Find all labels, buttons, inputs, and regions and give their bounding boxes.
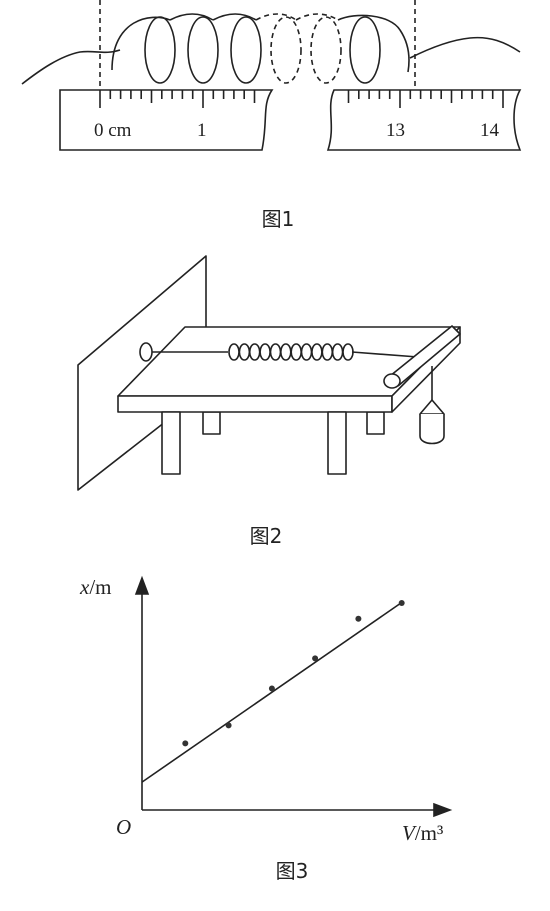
ruler-body-left [59, 89, 274, 151]
ruler-ticks [99, 90, 504, 108]
data-point-4 [312, 655, 319, 662]
coil-5-dashed [310, 16, 342, 84]
figure-3-chart [134, 575, 453, 818]
x-axis-unit: /m³ [415, 821, 443, 845]
ruler-label-14: 14 [480, 120, 500, 141]
coil-6 [349, 16, 381, 84]
coil-top-arc-1 [111, 16, 171, 71]
table-leg-back-right [366, 411, 385, 435]
coil-top-arc-6 [337, 14, 410, 73]
coil-top-arc-5 [295, 13, 339, 21]
coil-1 [144, 16, 176, 84]
table-leg-front-right [327, 411, 347, 475]
string-right [351, 351, 419, 358]
data-point-6 [398, 600, 405, 606]
ruler-label-13: 13 [386, 120, 405, 141]
x-axis-var: V [402, 821, 417, 845]
hill-left [21, 49, 121, 85]
hanging-weight [419, 414, 445, 445]
y-axis-label: x/m [79, 575, 112, 599]
coil-2 [187, 16, 219, 84]
coil-3 [230, 16, 262, 84]
data-point-2 [225, 722, 232, 729]
table-leg-front-left [161, 411, 181, 475]
data-point-5 [355, 615, 362, 622]
ruler-label-0cm: 0 cm [94, 120, 132, 141]
table-leg-back-left [202, 411, 221, 435]
spring [228, 343, 354, 361]
ruler [59, 89, 522, 151]
table-front-edge [117, 395, 393, 413]
spring-coils [111, 13, 410, 84]
data-point-1 [182, 740, 189, 747]
coil-4-dashed [270, 16, 302, 84]
figure-3-caption: 图3 [276, 859, 309, 883]
coil-top-arc-2 [169, 13, 214, 21]
y-axis-arrow [134, 575, 150, 595]
y-axis-var: x [79, 575, 90, 599]
coil-top-arc-4 [255, 13, 297, 21]
coil-top-arc-3 [212, 13, 257, 21]
figure-2 [77, 255, 461, 491]
x-axis-label: V/m³ [402, 821, 443, 845]
fit-line [141, 601, 403, 783]
y-axis-unit: /m [89, 575, 111, 599]
x-axis-arrow [433, 802, 453, 818]
figure-1-caption: 图1 [262, 207, 295, 231]
ruler-body-right [326, 89, 522, 151]
data-point-3 [268, 685, 275, 692]
figure-1 [21, 0, 522, 151]
ruler-label-1: 1 [197, 120, 207, 141]
figure-2-caption: 图2 [250, 524, 283, 548]
wall-hook [139, 342, 153, 362]
origin-label: O [116, 815, 131, 839]
data-points [182, 600, 405, 747]
hill-right [409, 36, 521, 59]
weight-top-cone [419, 399, 445, 415]
pulley-rod [389, 325, 461, 387]
pulley-end [383, 373, 401, 389]
